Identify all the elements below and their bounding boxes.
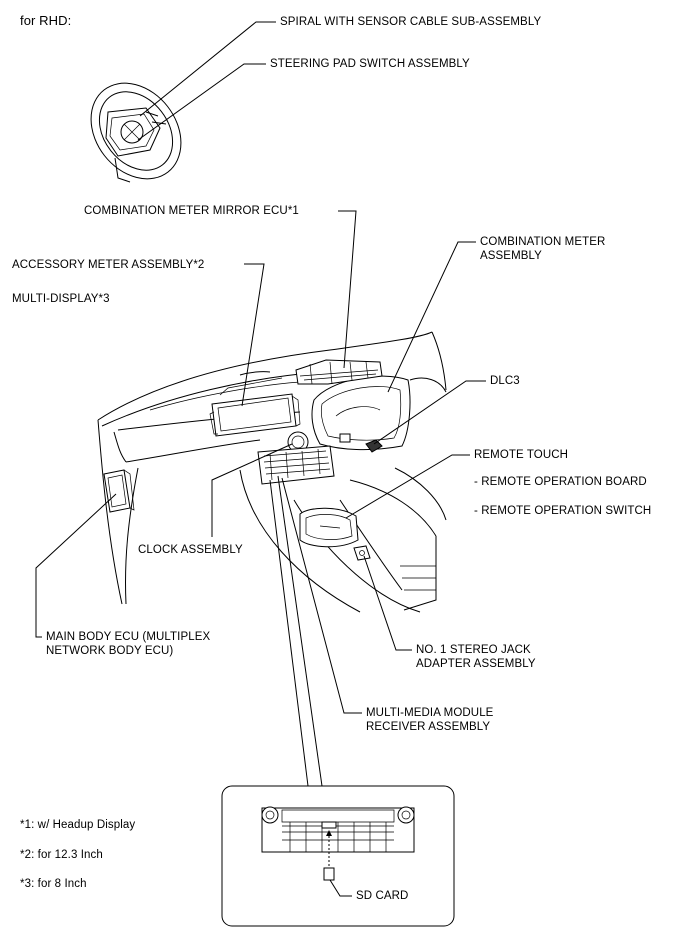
dashboard-outline xyxy=(97,331,447,613)
label-spiral-cable: SPIRAL WITH SENSOR CABLE SUB-ASSEMBLY xyxy=(280,16,542,28)
page-title: for RHD: xyxy=(20,13,72,28)
accessory-meter xyxy=(209,393,301,437)
dlc3-connector xyxy=(365,439,383,453)
label-stereo-jack-line1: NO. 1 STEREO JACK xyxy=(416,644,531,656)
footnote-1: *1: w/ Headup Display xyxy=(20,819,136,831)
label-combination-meter-line1: COMBINATION METER xyxy=(480,236,606,248)
footnote-2: *2: for 12.3 Inch xyxy=(20,849,103,861)
label-steering-pad-switch: STEERING PAD SWITCH ASSEMBLY xyxy=(270,58,470,70)
label-main-body-ecu-line2: NETWORK BODY ECU) xyxy=(46,645,174,657)
label-main-body-ecu-line1: MAIN BODY ECU (MULTIPLEX xyxy=(46,631,211,643)
label-multi-display: MULTI-DISPLAY*3 xyxy=(12,293,110,305)
label-remote-operation-board: - REMOTE OPERATION BOARD xyxy=(474,476,647,488)
combination-meter xyxy=(311,375,411,451)
label-multimedia-line2: RECEIVER ASSEMBLY xyxy=(366,721,491,733)
label-multimedia-line1: MULTI-MEDIA MODULE xyxy=(366,707,494,719)
label-clock-assembly: CLOCK ASSEMBLY xyxy=(138,544,243,556)
footnote-3: *3: for 8 Inch xyxy=(20,878,87,890)
combination-meter-mirror-ecu xyxy=(295,359,383,385)
label-dlc3: DLC3 xyxy=(490,375,520,387)
remote-touch-unit xyxy=(299,507,359,548)
stereo-jack-adapter xyxy=(353,545,371,561)
label-accessory-meter: ACCESSORY METER ASSEMBLY*2 xyxy=(12,259,205,271)
label-sd-card: SD CARD xyxy=(356,890,409,902)
label-combination-meter-mirror-ecu: COMBINATION METER MIRROR ECU*1 xyxy=(84,205,299,217)
sd-card-inset xyxy=(221,785,455,927)
leader-lines xyxy=(35,21,486,787)
steering-wheel xyxy=(90,82,182,183)
label-remote-touch: REMOTE TOUCH xyxy=(474,449,569,461)
clock-and-center-panel xyxy=(257,431,351,485)
label-stereo-jack-line2: ADAPTER ASSEMBLY xyxy=(416,658,536,670)
label-remote-operation-switch: - REMOTE OPERATION SWITCH xyxy=(474,505,652,517)
main-body-ecu xyxy=(103,469,135,513)
label-combination-meter-line2: ASSEMBLY xyxy=(480,250,542,262)
